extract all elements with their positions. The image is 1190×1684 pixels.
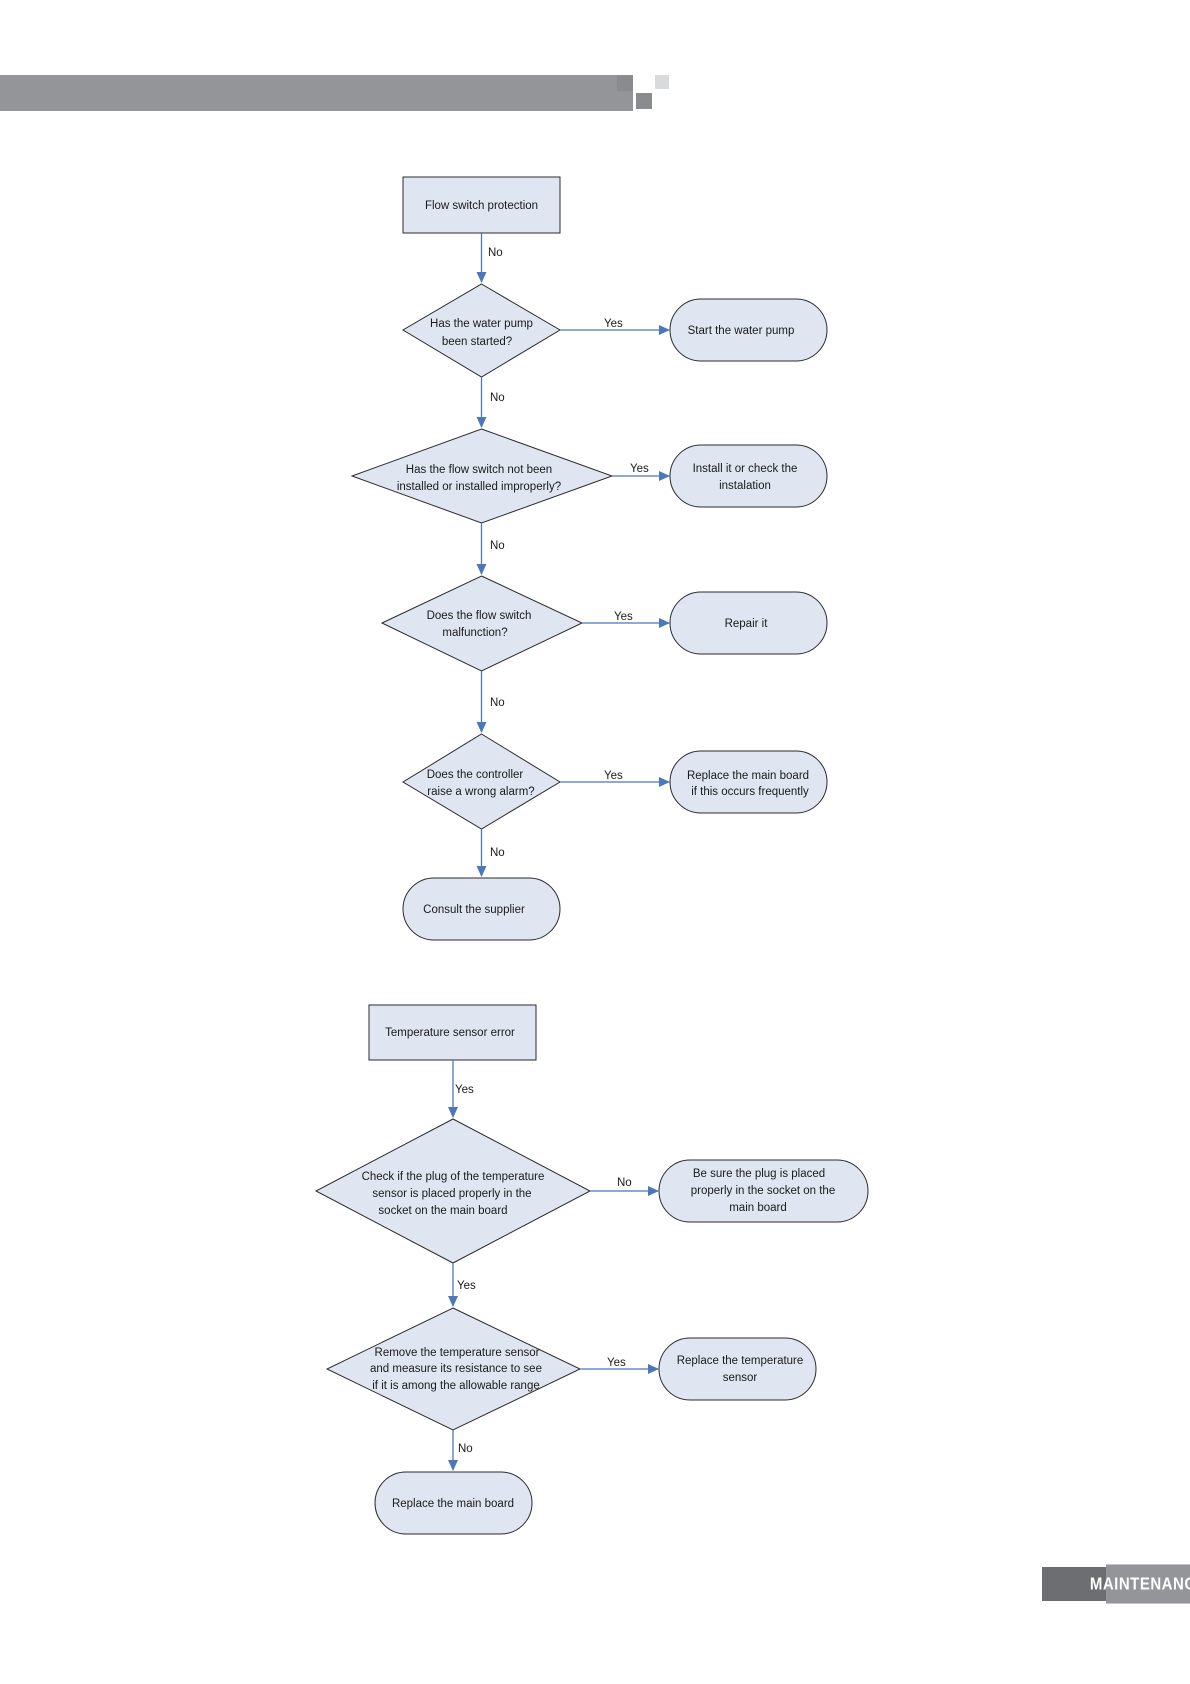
action-label-line1: Be sure the plug is placed — [693, 1168, 825, 1180]
edge-label-yes: Yes — [455, 1084, 474, 1096]
edge-label-yes: Yes — [630, 463, 649, 475]
edge-label-yes: Yes — [457, 1280, 476, 1292]
action-label: Start the water pump — [688, 325, 795, 337]
action-replace-sensor — [658, 1337, 817, 1401]
end-label: Consult the supplier — [423, 904, 525, 916]
decision-label-line2: and measure its resistance to see — [370, 1363, 542, 1375]
action-start-pump — [669, 298, 828, 362]
action-ensure-plug — [658, 1159, 869, 1223]
header-square-light — [655, 75, 669, 89]
decision-label-line3: if it is among the allowable range — [372, 1380, 540, 1392]
decision-flow-switch-malfunction — [380, 575, 584, 672]
end-replace-main-board — [374, 1471, 533, 1535]
flow-switch-flowchart: Flow switch protection No Has the water … — [350, 176, 828, 941]
edge-label-no: No — [490, 540, 505, 552]
decision-flow-switch-installed — [350, 428, 614, 524]
decision-label-line2: malfunction? — [442, 627, 507, 639]
action-label-line2: properly in the socket on the — [691, 1185, 835, 1197]
start-box-flow-switch — [402, 176, 561, 234]
action-label: Repair it — [725, 618, 769, 630]
start-box-temperature-sensor — [368, 1004, 537, 1061]
section-tag-dark-block — [1042, 1567, 1106, 1601]
action-label-line1: Install it or check the — [693, 463, 798, 475]
decision-label-line2: installed or installed improperly? — [397, 481, 561, 493]
edge-label-yes: Yes — [607, 1357, 626, 1369]
decision-label-line1: Has the flow switch not been — [406, 464, 552, 476]
edge-label-no: No — [490, 847, 505, 859]
header-bar — [0, 75, 633, 111]
edge-label-yes: Yes — [614, 611, 633, 623]
start-box-label: Flow switch protection — [425, 200, 538, 212]
edge-label-no: No — [488, 247, 503, 259]
temperature-sensor-flowchart: Temperature sensor error Yes Check if th… — [314, 1004, 869, 1535]
header-square-dark — [617, 75, 633, 91]
decision-label-line1: Has the water pump — [430, 318, 533, 330]
header-square-dark-lower — [636, 93, 652, 109]
end-label: Replace the main board — [392, 1498, 514, 1510]
decision-label-line1: Does the controller — [427, 769, 524, 781]
edge-label-yes: Yes — [604, 770, 623, 782]
start-box-label: Temperature sensor error — [385, 1027, 515, 1039]
action-repair — [669, 591, 828, 655]
decision-wrong-alarm — [402, 733, 561, 830]
action-install-check — [669, 444, 828, 508]
decision-label-line1: Check if the plug of the temperature — [362, 1171, 545, 1183]
decision-water-pump — [402, 283, 561, 378]
section-tag: MAINTENANCE — [1042, 1564, 1190, 1604]
action-replace-main-board — [669, 750, 828, 814]
action-label-line1: Replace the temperature — [677, 1355, 804, 1367]
action-label-line3: main board — [729, 1202, 787, 1214]
decision-label-line1: Does the flow switch — [427, 610, 532, 622]
decision-label-line1: Remove the temperature sensor — [375, 1347, 540, 1359]
edge-label-no: No — [490, 697, 505, 709]
action-label-line2: sensor — [723, 1372, 758, 1384]
decision-label-line2: been started? — [442, 336, 512, 348]
action-label-line2: if this occurs frequently — [691, 786, 809, 798]
edge-label-yes: Yes — [604, 318, 623, 330]
edge-label-no: No — [458, 1443, 473, 1455]
edge-label-no: No — [617, 1177, 632, 1189]
decision-label-line2: raise a wrong alarm? — [427, 786, 534, 798]
action-label-line1: Replace the main board — [687, 770, 809, 782]
end-consult-supplier — [402, 877, 561, 941]
section-tag-label: MAINTENANCE — [1090, 1564, 1190, 1604]
decision-label-line2: sensor is placed properly in the — [372, 1188, 531, 1200]
decision-label-line3: socket on the main board — [378, 1205, 507, 1217]
edge-label-no: No — [490, 392, 505, 404]
action-label-line2: instalation — [719, 480, 771, 492]
